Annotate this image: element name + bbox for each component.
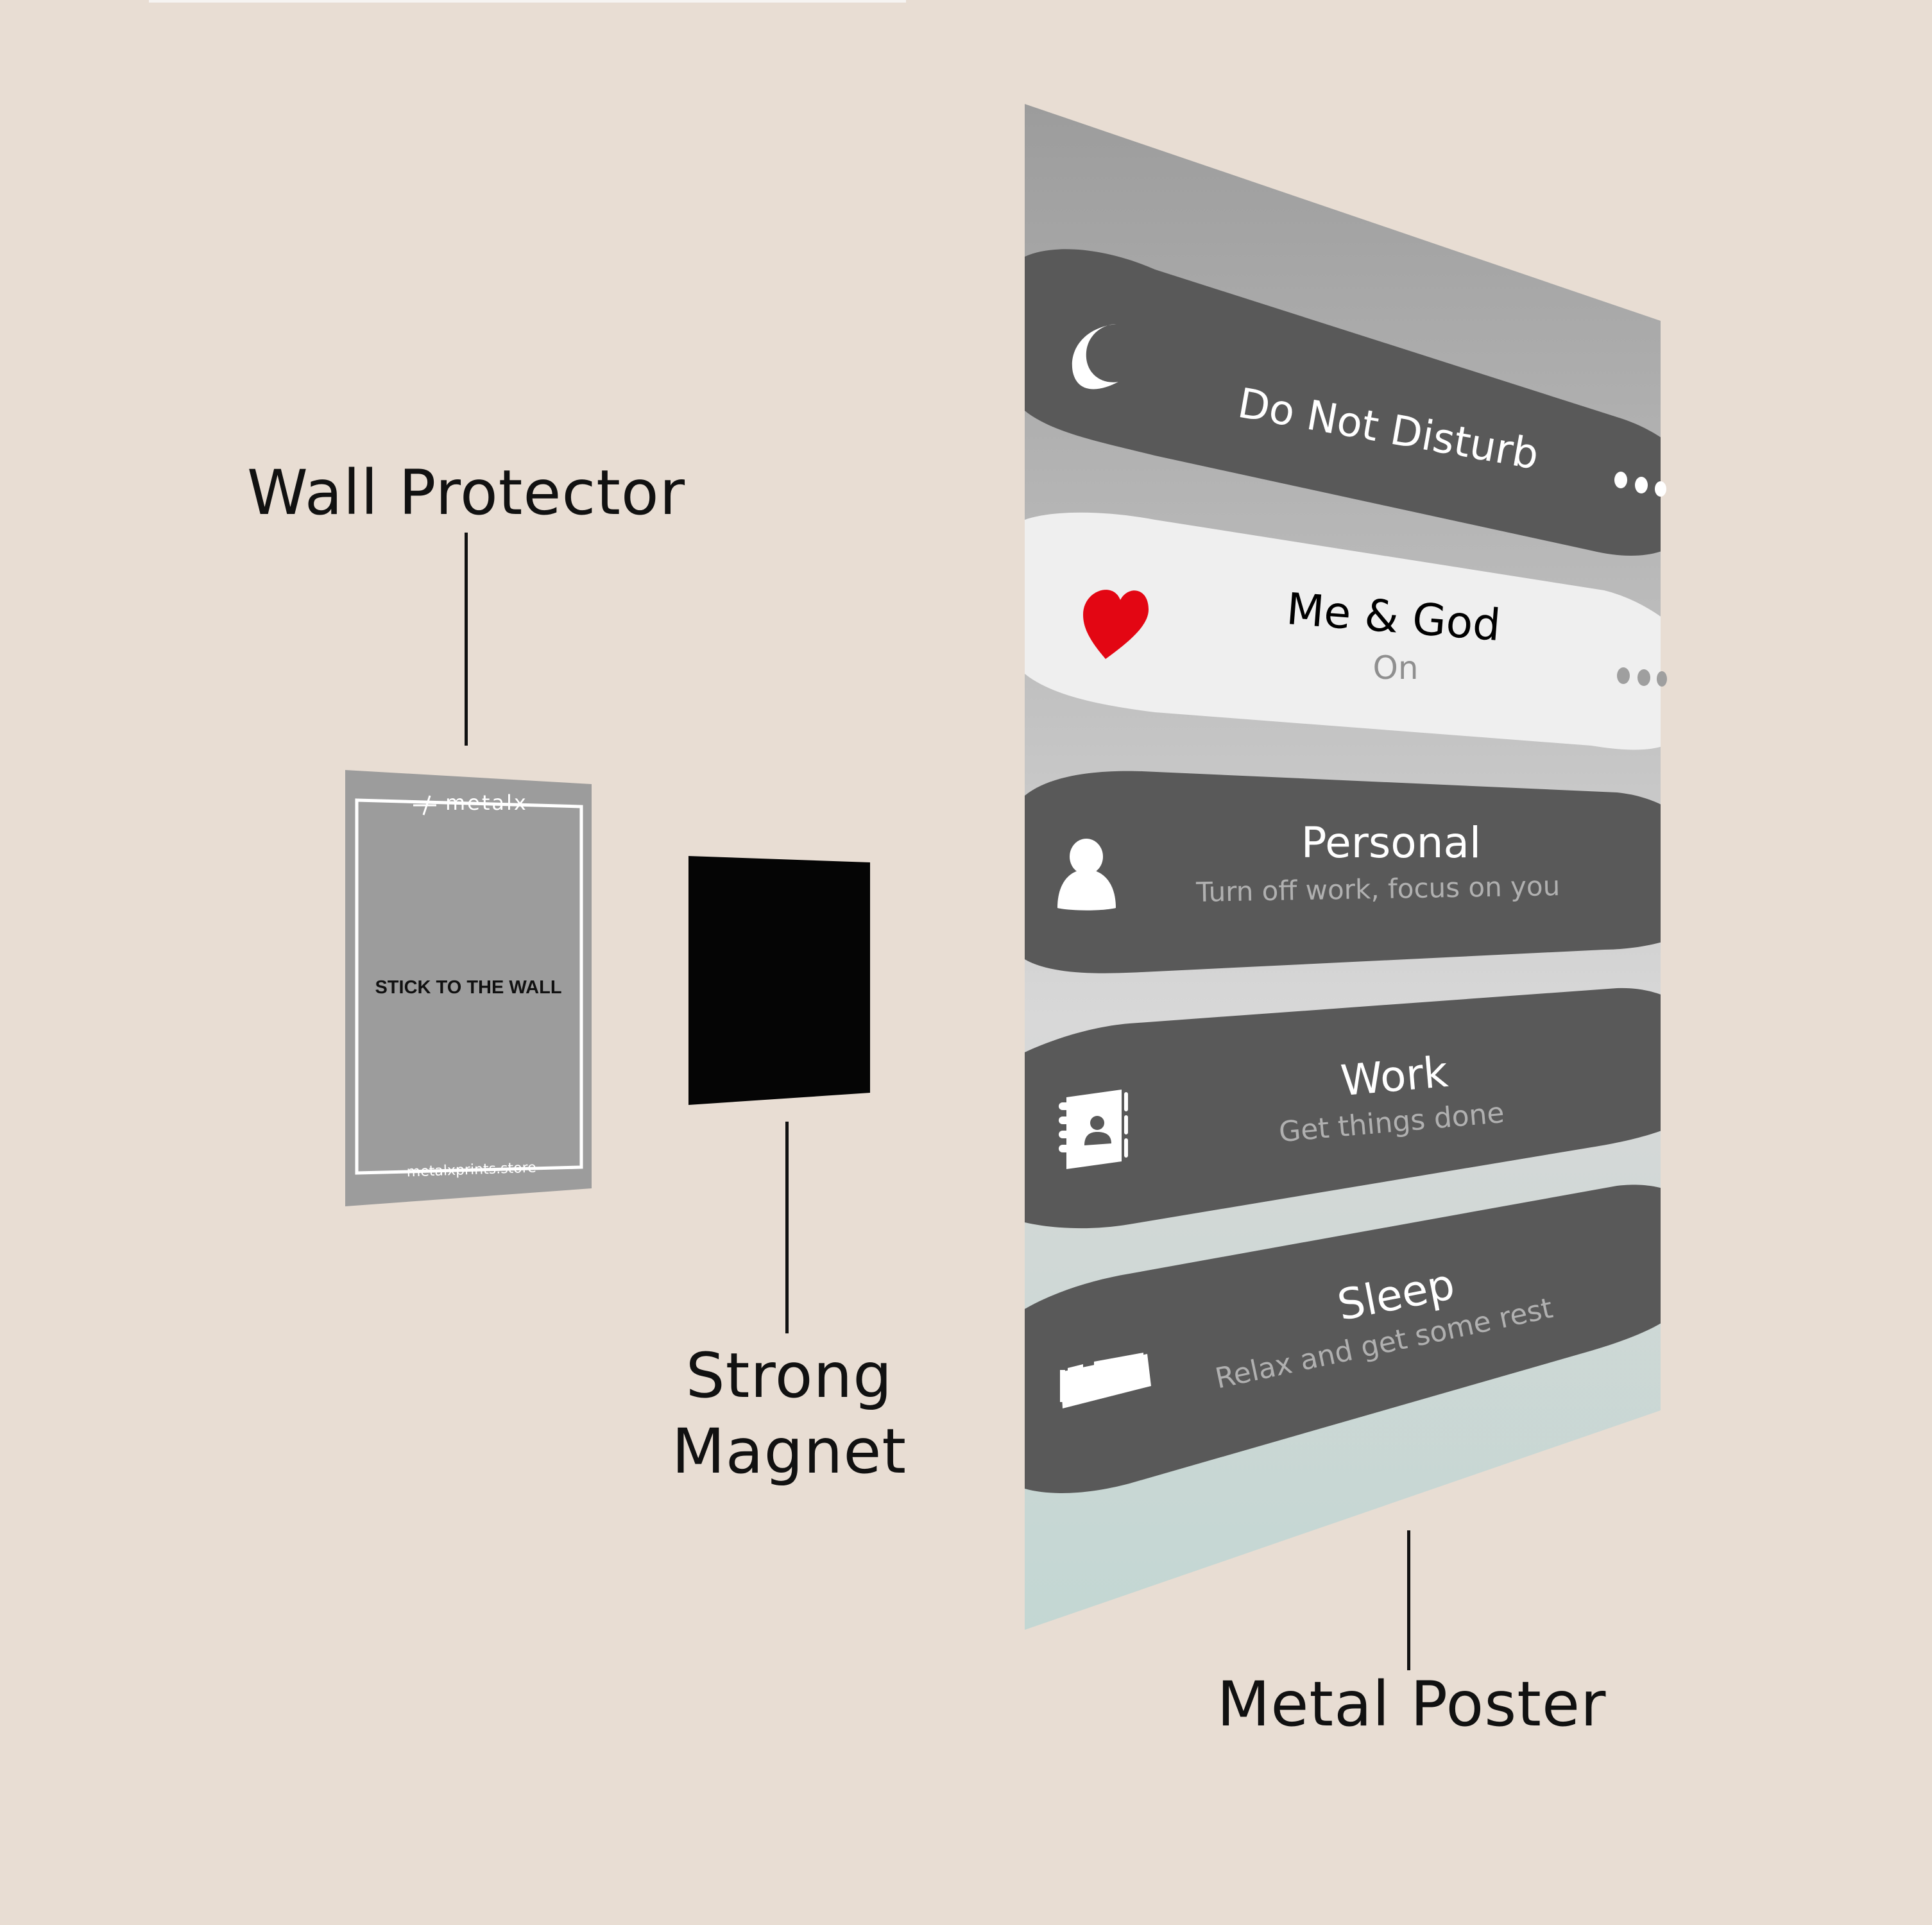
top-edge-strip [149, 0, 906, 3]
protector-label: STICK TO THE WALL [375, 977, 561, 998]
strong-magnet-label-line2: Magnet [671, 1416, 907, 1487]
heart-icon [1083, 590, 1149, 659]
pill-do-not-disturb [1025, 249, 1661, 556]
magnet-plate [688, 856, 870, 1105]
more-dots-icon-dnd [1614, 472, 1666, 497]
strong-magnet-label-line1: Strong [685, 1340, 893, 1412]
wall-protector-panel [345, 770, 592, 1206]
contacts-book-icon [1059, 1090, 1128, 1169]
pill-me-and-god [1025, 512, 1661, 750]
wall-protector-frame [355, 798, 583, 1175]
item-title-personal: Personal [1301, 818, 1482, 868]
wall-protector-leader-line [465, 533, 468, 746]
protector-brand: metalx [445, 791, 528, 815]
metal-poster-leader-line [1407, 1530, 1410, 1670]
item-subtitle-personal: Turn off work, focus on you [1195, 870, 1560, 908]
item-subtitle-me-and-god: On [1372, 649, 1418, 687]
pill-work [1025, 988, 1661, 1229]
pill-sleep [1025, 1185, 1661, 1493]
bed-icon [1060, 1353, 1151, 1408]
more-dots-icon-me-and-god [1617, 667, 1667, 687]
strong-magnet-label: Strong Magnet [667, 1338, 911, 1489]
magnet-leader-line [785, 1122, 789, 1333]
wall-protector-label: Wall Protector [247, 457, 686, 529]
metal-poster-label: Metal Poster [1217, 1668, 1607, 1740]
metalx-logo-icon [413, 795, 436, 816]
moon-icon [1072, 324, 1118, 389]
person-icon [1057, 839, 1116, 911]
pill-personal [1025, 771, 1661, 973]
item-title-work: Work [1338, 1047, 1450, 1106]
